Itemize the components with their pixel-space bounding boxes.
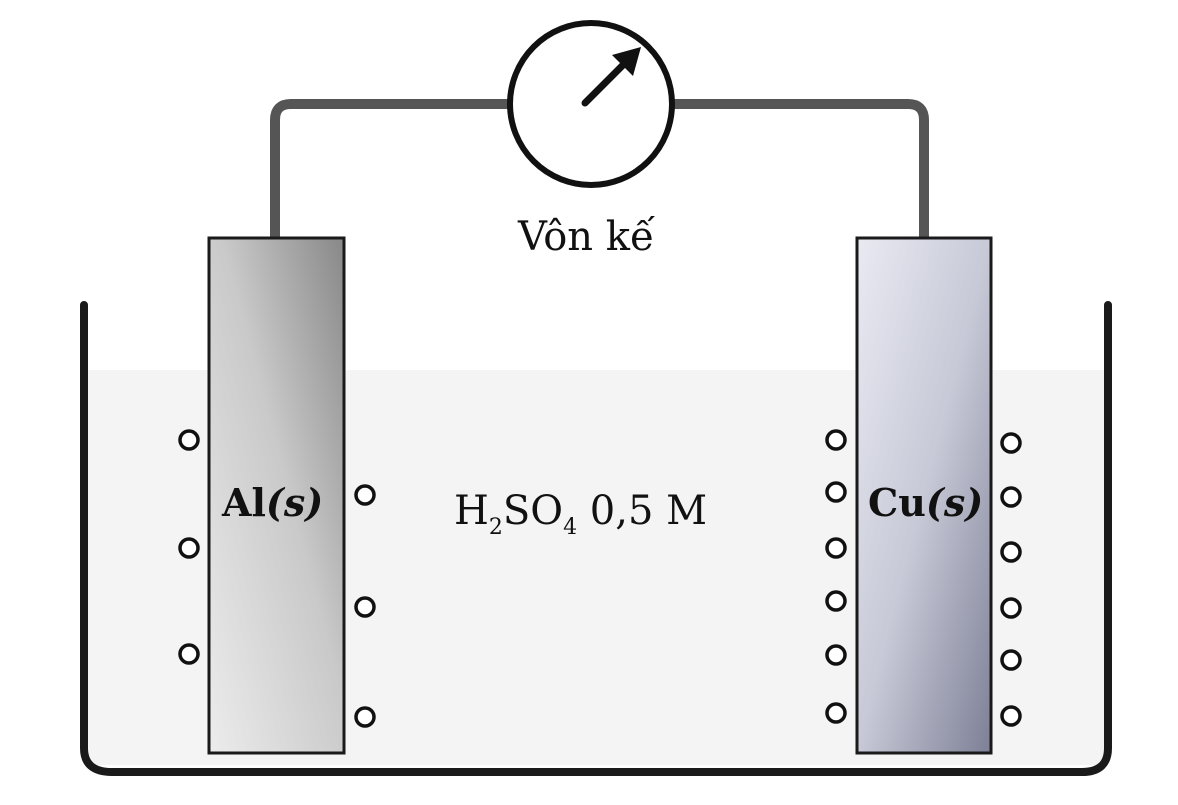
gas-bubble bbox=[825, 429, 847, 451]
aluminium-symbol: Al bbox=[222, 480, 266, 525]
gas-bubble bbox=[825, 537, 847, 559]
voltmeter-icon bbox=[507, 20, 675, 188]
wire-right bbox=[672, 99, 929, 240]
electrolyte-concentration: 0,5 M bbox=[577, 488, 708, 534]
wire-left bbox=[270, 99, 510, 240]
gas-bubble bbox=[825, 702, 847, 724]
aluminium-electrode bbox=[207, 236, 346, 755]
copper-state: (s) bbox=[925, 480, 984, 525]
aluminium-electrode-label: Al(s) bbox=[222, 480, 323, 525]
electrolyte-subscript: 2 bbox=[488, 515, 503, 540]
gas-bubble bbox=[178, 537, 200, 559]
gas-bubble bbox=[1000, 597, 1022, 619]
copper-electrode-label: Cu(s) bbox=[868, 480, 983, 525]
gas-bubble bbox=[1000, 432, 1022, 454]
gas-bubble bbox=[354, 484, 376, 506]
gas-bubble bbox=[825, 644, 847, 666]
bubbles-aluminium bbox=[178, 429, 376, 728]
electrolyte-label: H2SO4 0,5 M bbox=[454, 488, 707, 540]
copper-electrode bbox=[855, 236, 993, 755]
gas-bubble bbox=[354, 706, 376, 728]
beaker bbox=[80, 301, 1112, 776]
electrolyte-formula-part: SO bbox=[502, 488, 564, 534]
copper-symbol: Cu bbox=[868, 480, 926, 525]
gas-bubble bbox=[825, 481, 847, 503]
gas-bubble bbox=[1000, 649, 1022, 671]
gas-bubble bbox=[178, 643, 200, 665]
gas-bubble bbox=[1000, 541, 1022, 563]
gas-bubble bbox=[1000, 705, 1022, 727]
voltmeter-label: Vôn kế bbox=[518, 214, 655, 260]
aluminium-state: (s) bbox=[265, 480, 324, 525]
gas-bubble bbox=[1000, 486, 1022, 508]
electrolyte-formula-part: H bbox=[454, 488, 489, 534]
gas-bubble bbox=[178, 429, 200, 451]
gas-bubble bbox=[825, 590, 847, 612]
bubbles-copper bbox=[825, 429, 1022, 727]
electrolyte-subscript: 4 bbox=[563, 515, 578, 540]
gas-bubble bbox=[354, 596, 376, 618]
